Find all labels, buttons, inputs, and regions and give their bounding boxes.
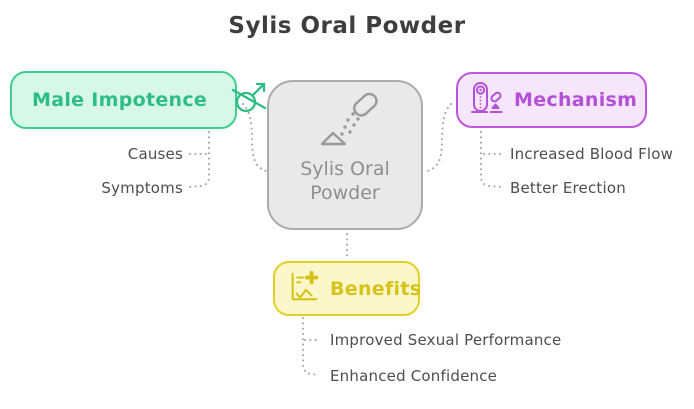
- child-label-symptoms[interactable]: Symptoms: [101, 179, 183, 197]
- chart-plus-icon: [287, 269, 321, 309]
- connector-mechanism-children: [480, 131, 502, 188]
- child-label-causes[interactable]: Causes: [127, 145, 183, 163]
- node-male-impotence-label: Male Impotence: [32, 89, 208, 111]
- powder-pour-icon: [312, 92, 378, 156]
- connector-impotence-children: [188, 131, 210, 188]
- node-benefits[interactable]: Benefits: [273, 261, 422, 316]
- child-label-enhanced-confidence[interactable]: Enhanced Confidence: [330, 367, 498, 385]
- child-label-better-erection[interactable]: Better Erection: [510, 179, 626, 197]
- connector-mechanism-center: [427, 103, 452, 172]
- connector-benefits-children: [302, 317, 320, 376]
- node-benefits-label: Benefits: [330, 277, 422, 300]
- child-label-increased-blood-flow[interactable]: Increased Blood Flow: [510, 145, 674, 163]
- node-mechanism-label: Mechanism: [514, 89, 638, 111]
- male-symbol-slash-icon: [231, 81, 269, 119]
- center-node-label: Sylis Oral Powder: [300, 158, 390, 204]
- center-node-sylis-oral-powder[interactable]: Sylis Oral Powder: [267, 80, 423, 230]
- child-label-improved-sexual-performance[interactable]: Improved Sexual Performance: [330, 331, 562, 349]
- node-mechanism[interactable]: Mechanism: [456, 72, 647, 128]
- page-title: Sylis Oral Powder: [228, 13, 466, 39]
- mechanism-arm-icon: [470, 80, 504, 120]
- node-male-impotence[interactable]: Male Impotence: [10, 71, 267, 129]
